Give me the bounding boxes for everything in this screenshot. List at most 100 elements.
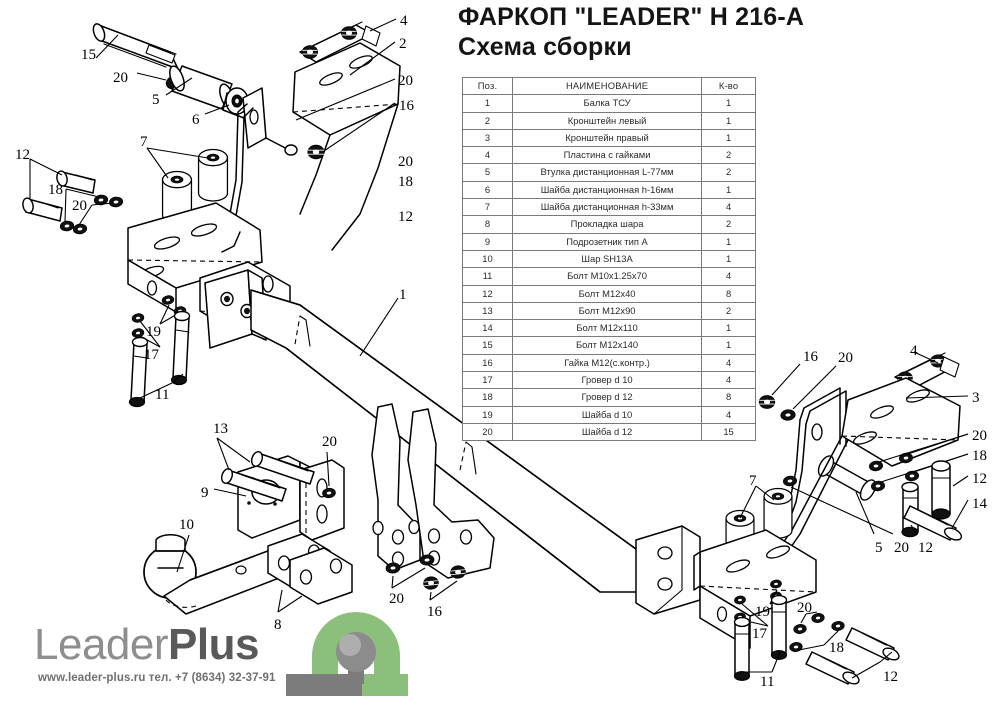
- cell-pos: 7: [462, 198, 513, 217]
- callout-17: 17: [144, 347, 159, 363]
- cell-name: Гровер d 10: [511, 371, 703, 390]
- callout-20: 20: [398, 154, 413, 170]
- cell-name: Кронштейн левый: [511, 111, 703, 130]
- cell-pos: 1: [462, 94, 513, 113]
- callout-16: 16: [427, 604, 442, 620]
- callout-20: 20: [838, 350, 853, 366]
- logo-word-plus: Plus: [168, 620, 259, 669]
- cell-qty: 2: [701, 146, 756, 165]
- callout-12: 12: [972, 471, 987, 487]
- cell-qty: 1: [701, 232, 756, 251]
- column-header-pos: Поз.: [462, 76, 513, 96]
- part-14-bolt-right: [903, 505, 963, 541]
- cell-pos: 15: [462, 336, 513, 355]
- diagram-title: ФАРКОП "LEADER" H 216-A Схема сборки: [458, 2, 878, 62]
- cell-pos: 16: [462, 353, 513, 373]
- callout-12: 12: [883, 669, 898, 685]
- cell-name: Кронштейн правый: [511, 128, 703, 148]
- callout-20: 20: [389, 591, 404, 607]
- callout-17: 17: [752, 626, 767, 642]
- cell-qty: 4: [701, 353, 756, 373]
- cell-qty: 1: [701, 111, 756, 130]
- callout-8: 8: [274, 617, 282, 633]
- column-header-name: НАИМЕНОВАНИЕ: [511, 76, 703, 96]
- logo-wordmark: LeaderPlus: [34, 620, 259, 670]
- right-base-plate: [693, 529, 817, 649]
- callout-9: 9: [201, 485, 209, 501]
- logo-word-leader: Leader: [34, 620, 169, 669]
- cell-name: Болт М12х110: [511, 319, 703, 338]
- callout-2: 2: [399, 36, 407, 52]
- cell-qty: 4: [701, 405, 756, 424]
- part-12-bolts-left: [22, 170, 96, 222]
- cell-name: Шар SH13A: [511, 249, 703, 269]
- cell-qty: 1: [701, 94, 756, 113]
- cell-name: Болт М12х90: [511, 301, 703, 321]
- callout-5: 5: [875, 540, 883, 556]
- cell-pos: 9: [462, 232, 513, 251]
- cell-qty: 1: [701, 249, 756, 269]
- part-4-plate-with-nuts-top: [299, 21, 381, 63]
- cell-pos: 12: [462, 284, 513, 303]
- callout-7: 7: [140, 134, 148, 150]
- cell-pos: 14: [462, 319, 513, 338]
- part-12-bolts-bottom-right: [805, 627, 900, 685]
- cell-name: Шайба дистанционная h-33мм: [511, 198, 703, 217]
- callout-11: 11: [760, 674, 775, 690]
- cell-qty: 1: [701, 128, 756, 148]
- cell-qty: 1: [701, 336, 756, 355]
- left-base-plate: [127, 202, 263, 313]
- part-8-ball-pads: [267, 533, 353, 605]
- cell-qty: 1: [701, 319, 756, 338]
- cell-name: Балка ТСУ: [511, 94, 703, 113]
- callout-12: 12: [918, 540, 933, 556]
- title-line-model: ФАРКОП "LEADER" H 216-A: [458, 3, 805, 31]
- part-15-long-bolt: [92, 23, 179, 70]
- callout-20: 20: [398, 73, 413, 89]
- callout-10: 10: [179, 517, 194, 533]
- part-16-nut-right: [758, 395, 776, 409]
- callout-11: 11: [155, 387, 170, 403]
- part-16-nut-upper: [307, 144, 325, 160]
- callout-18: 18: [829, 640, 844, 656]
- cell-name: Пластина с гайками: [511, 146, 703, 165]
- cell-qty: 1: [701, 180, 756, 200]
- title-line-subtitle: Схема сборки: [458, 33, 632, 61]
- cell-name: Прокладка шара: [511, 215, 703, 234]
- callout-7: 7: [749, 473, 757, 489]
- cell-qty: 4: [701, 198, 756, 217]
- part-11-bolts-bottom-right: [733, 594, 788, 681]
- callout-19: 19: [755, 604, 770, 620]
- cell-name: Подрозетник тип А: [511, 232, 703, 251]
- cell-qty: 2: [701, 215, 756, 234]
- callout-20: 20: [797, 600, 812, 616]
- cell-name: Шайба d 10: [511, 405, 703, 424]
- cell-pos: 17: [462, 371, 513, 390]
- cell-name: Болт М12х40: [511, 284, 703, 303]
- callout-12: 12: [398, 209, 413, 225]
- part-2-left-bracket: [242, 42, 401, 251]
- cell-name: Шайба d 12: [511, 422, 703, 442]
- hanger-arm-right: [407, 408, 495, 579]
- cell-qty: 8: [701, 284, 756, 303]
- callout-20: 20: [972, 428, 987, 444]
- callout-4: 4: [910, 343, 918, 359]
- cell-pos: 6: [462, 180, 513, 200]
- cell-name: Шайба дистанционная h-16мм: [511, 180, 703, 200]
- callout-20: 20: [72, 198, 87, 214]
- company-logo: LeaderPlus www.leader-plus.ru тел. +7 (8…: [34, 620, 414, 700]
